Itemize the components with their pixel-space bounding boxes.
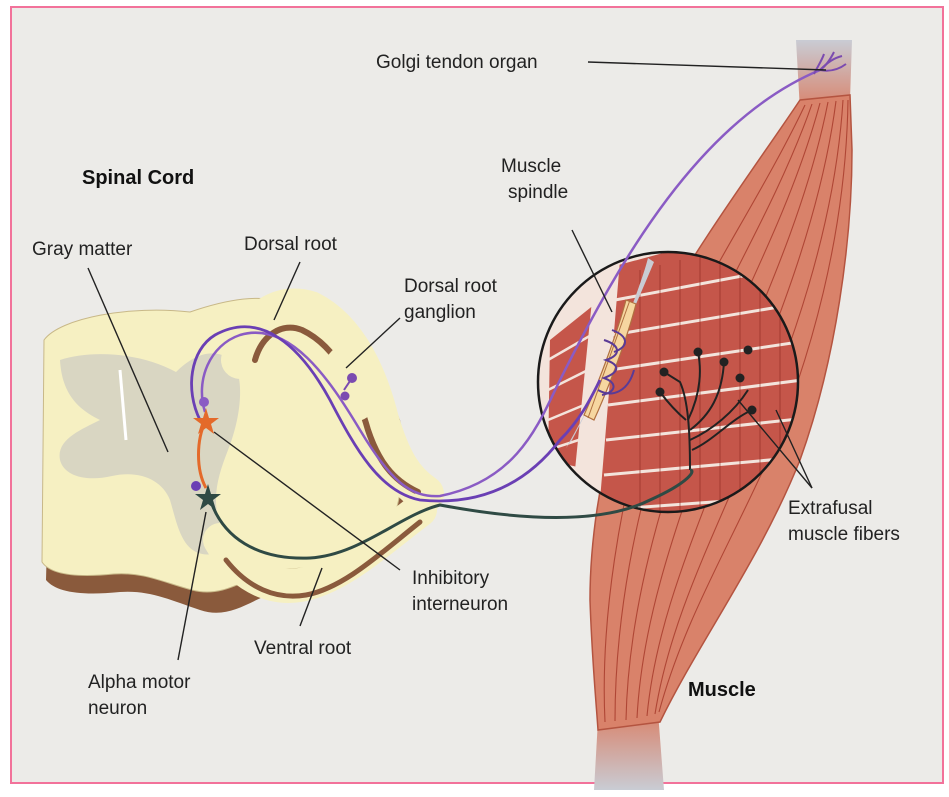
label-alpha-motor-2: neuron — [88, 698, 147, 719]
label-extrafusal-2: muscle fibers — [788, 524, 900, 545]
label-ventral-root: Ventral root — [254, 638, 352, 659]
motor-synapse — [191, 481, 201, 491]
label-dorsal-root-ganglion-1: Dorsal root — [404, 276, 498, 297]
label-dorsal-root-ganglion-2: ganglion — [404, 302, 476, 323]
label-inhibitory-1: Inhibitory — [412, 568, 490, 589]
label-dorsal-root: Dorsal root — [244, 234, 338, 255]
label-gray-matter: Gray matter — [32, 239, 133, 260]
label-muscle-spindle-2: spindle — [508, 182, 568, 203]
label-muscle-spindle-1: Muscle — [501, 156, 561, 177]
label-alpha-motor-1: Alpha motor — [88, 672, 191, 693]
label-inhibitory-2: interneuron — [412, 594, 508, 615]
label-spinal-cord: Spinal Cord — [82, 167, 194, 189]
interneuron-synapse — [199, 397, 209, 407]
label-golgi-tendon-organ: Golgi tendon organ — [376, 52, 538, 73]
label-extrafusal-1: Extrafusal — [788, 498, 872, 519]
label-muscle: Muscle — [688, 679, 756, 701]
